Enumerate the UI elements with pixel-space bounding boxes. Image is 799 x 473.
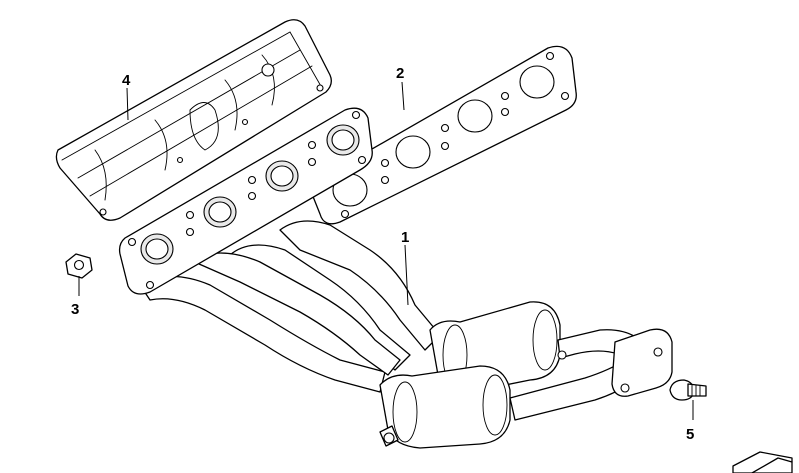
leader-2 bbox=[401, 81, 405, 111]
callout-4: 4 bbox=[122, 72, 131, 89]
heat-shield[interactable] bbox=[55, 19, 332, 221]
exhaust-manifold[interactable] bbox=[118, 107, 673, 449]
callout-1: 1 bbox=[401, 229, 409, 246]
stud-bolt[interactable] bbox=[669, 379, 707, 401]
gasket[interactable] bbox=[310, 45, 577, 225]
callout-2: 2 bbox=[396, 65, 404, 82]
leader-4 bbox=[126, 87, 129, 121]
leader-1 bbox=[404, 244, 409, 306]
callout-3: 3 bbox=[71, 301, 79, 318]
page-flip-icon[interactable] bbox=[732, 451, 793, 473]
callout-5: 5 bbox=[686, 426, 694, 443]
hex-nut[interactable] bbox=[65, 253, 93, 279]
